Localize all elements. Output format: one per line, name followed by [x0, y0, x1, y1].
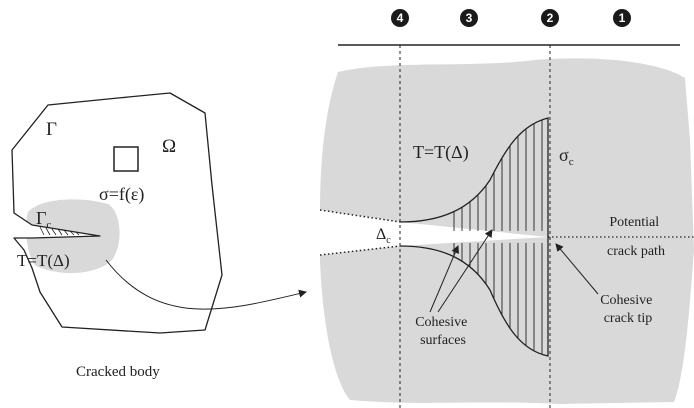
crack-face-top — [319, 209, 401, 223]
right-traction-law: T=T(Δ) — [413, 142, 469, 163]
material-element-square — [113, 146, 139, 172]
svg-text:3: 3 — [466, 11, 473, 25]
critical-opening-label: Δc — [376, 226, 391, 246]
crack-tip-hatching — [39, 226, 80, 236]
crack-opening — [320, 210, 548, 255]
svg-text:1: 1 — [619, 11, 626, 25]
zone-marker-2: 2 — [541, 9, 559, 27]
cohesive-surfaces-pointer-2 — [437, 229, 493, 313]
cracked-body-caption: Cracked body — [76, 364, 160, 380]
left-traction-law: T=T(Δ) — [17, 251, 70, 270]
crack-face-bottom — [319, 245, 401, 256]
zoom-arrow — [105, 259, 307, 310]
constitutive-law: σ=f(ε) — [99, 184, 144, 205]
svg-text:2: 2 — [547, 11, 554, 25]
zone-marker-1: 1 — [613, 9, 631, 27]
zone-marker-4: 4 — [391, 9, 409, 27]
critical-stress-label: σc — [559, 145, 574, 168]
cracked-body-outline — [11, 92, 223, 334]
traction-distribution — [399, 117, 549, 357]
traction-profile-bottom — [399, 237, 549, 357]
boundary-gamma: Γ — [46, 119, 57, 140]
traction-profile-top — [399, 117, 549, 237]
svg-text:4: 4 — [397, 11, 404, 25]
cohesive-tip-pointer — [555, 243, 599, 295]
domain-omega: Ω — [162, 136, 176, 157]
crack-boundary-label: Γc — [36, 208, 51, 231]
cohesive-surfaces-label: Cohesive surfaces — [415, 315, 471, 348]
zone-marker-3: 3 — [460, 9, 478, 27]
enlarged-body — [320, 58, 694, 405]
right-panel: 4 3 2 1 T=T(Δ) σc Δc Potential — [319, 9, 694, 408]
cohesive-crack-tip-label: Cohesive crack tip — [600, 293, 656, 326]
left-panel: Γ Ω σ=f(ε) Γc T=T(Δ) Cracked body — [11, 92, 307, 380]
cohesive-surfaces-pointer-1 — [429, 245, 459, 313]
potential-crack-path-label: Potential crack path — [607, 215, 665, 259]
